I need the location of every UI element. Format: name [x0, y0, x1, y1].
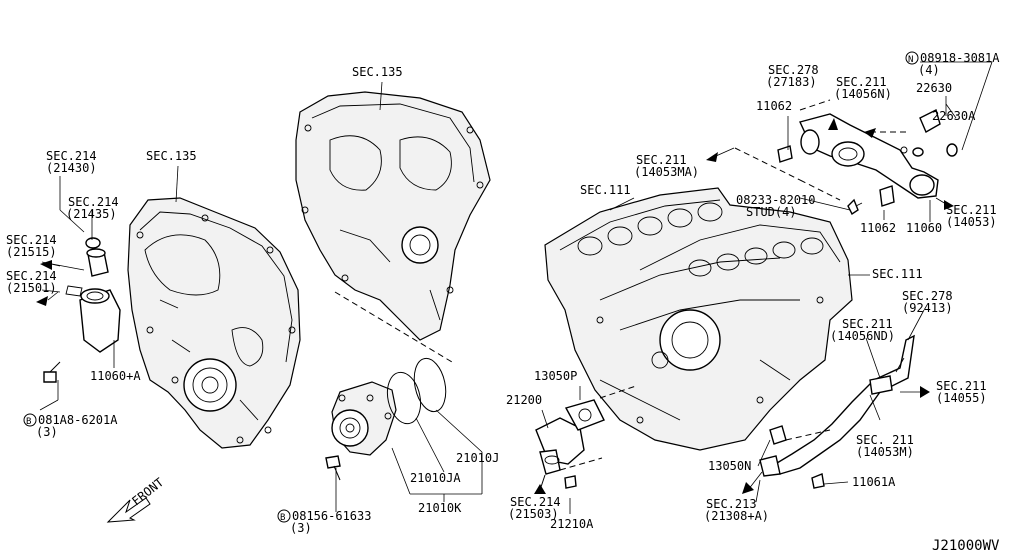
leader-dashed [334, 291, 453, 363]
label-sec278-27183-num: (27183) [766, 75, 817, 89]
label-sec135-left: SEC.135 [146, 149, 197, 163]
label-21010j: 21010J [456, 451, 499, 465]
label-sec213-21308a: SEC.213 [706, 497, 757, 511]
label-sec211-14056nd: SEC.211 [842, 317, 893, 331]
label-sec211-14056nd-num: (14056ND) [830, 329, 895, 343]
label-sec214-21515-num: (21515) [6, 245, 57, 259]
label-11062-top: 11062 [756, 99, 792, 113]
label-stud-qty: STUD(4) [746, 205, 797, 219]
b-circle-icon [277, 509, 291, 523]
label-b-circle-1: B [26, 417, 31, 427]
label-sec211-14053: SEC.211 [946, 203, 997, 217]
label-sec211-14053m-num: (14053M) [856, 445, 914, 459]
front-timing-case-drawing [127, 197, 301, 449]
label-08156-61633: 08156-61633 [292, 509, 371, 523]
label-sec211-14053-num: (14053) [946, 215, 997, 229]
label-sec278-27183: SEC.278 [768, 63, 819, 77]
label-sec211-14056n-num: (14056N) [834, 87, 892, 101]
water-outlet-left-drawing [36, 237, 121, 383]
n-circle-icon [905, 51, 919, 65]
label-sec111-top: SEC.111 [580, 183, 631, 197]
label-21010k: 21010K [418, 501, 462, 515]
label-sec214-21435: SEC.214 [68, 195, 119, 209]
upper-water-pipe-drawing [706, 99, 958, 216]
label-11062-bottom: 11062 [860, 221, 896, 235]
label-13050p: 13050P [534, 369, 577, 383]
label-sec111-right: SEC.111 [872, 267, 923, 281]
label-sec278-92413-num: (92413) [902, 301, 953, 315]
label-22630: 22630 [916, 81, 952, 95]
leader-lines [39, 61, 993, 514]
rear-timing-case-drawing [295, 91, 491, 341]
front-direction-arrow [106, 497, 151, 523]
label-sec213-21308a-num: (21308+A) [704, 509, 769, 523]
label-081a8-6201a: 081A8-6201A [38, 413, 118, 427]
label-11061a: 11061A [852, 475, 896, 489]
label-081a8-qty: (3) [36, 425, 58, 439]
label-22630a: 22630A [932, 109, 976, 123]
label-sec211-14056n: SEC.211 [836, 75, 887, 89]
label-11060: 11060 [906, 221, 942, 235]
label-sec211-14055: SEC.211 [936, 379, 987, 393]
label-sec278-92413: SEC.278 [902, 289, 953, 303]
label-sec211-14053ma-num: (14053MA) [634, 165, 699, 179]
lower-water-pipe-drawing [742, 334, 930, 494]
label-08918-3081a: 08918-3081A [920, 51, 1000, 65]
label-stud-08233: 08233-82010 [736, 193, 815, 207]
label-sec214-21515: SEC.214 [6, 233, 57, 247]
diagram-code: J21000WV [932, 538, 1000, 554]
label-sec211-14055-num: (14055) [936, 391, 987, 405]
label-sec214-21503: SEC.214 [510, 495, 561, 509]
label-21200: 21200 [506, 393, 542, 407]
label-sec214-21430-num: (21430) [46, 161, 97, 175]
label-sec214-21435-num: (21435) [66, 207, 117, 221]
label-sec214-21501: SEC.214 [6, 269, 57, 283]
engine-block-drawing [544, 187, 853, 451]
label-08918-qty: (4) [918, 63, 940, 77]
thermostat-housing-drawing [534, 385, 637, 494]
label-sec214-21501-num: (21501) [6, 281, 57, 295]
label-13050n: 13050N [708, 459, 751, 473]
label-n-circle: N [908, 55, 913, 65]
label-sec214-21503-num: (21503) [508, 507, 559, 521]
label-21210a: 21210A [550, 517, 594, 531]
part-labels: SEC.135 SEC.135 SEC.214 (21430) SEC.214 … [6, 51, 1000, 554]
b-circle-icon [23, 413, 37, 427]
label-front: FRONT [129, 475, 166, 508]
label-11060a: 11060+A [90, 369, 141, 383]
label-sec211-14053m: SEC. 211 [856, 433, 914, 447]
label-21010ja: 21010JA [410, 471, 461, 485]
label-sec211-14053ma: SEC.211 [636, 153, 687, 167]
label-sec214-21430: SEC.214 [46, 149, 97, 163]
label-sec135-top: SEC.135 [352, 65, 403, 79]
water-pump-drawing [325, 357, 447, 481]
label-08156-qty: (3) [290, 521, 312, 535]
label-b-circle-2: B [280, 513, 285, 523]
